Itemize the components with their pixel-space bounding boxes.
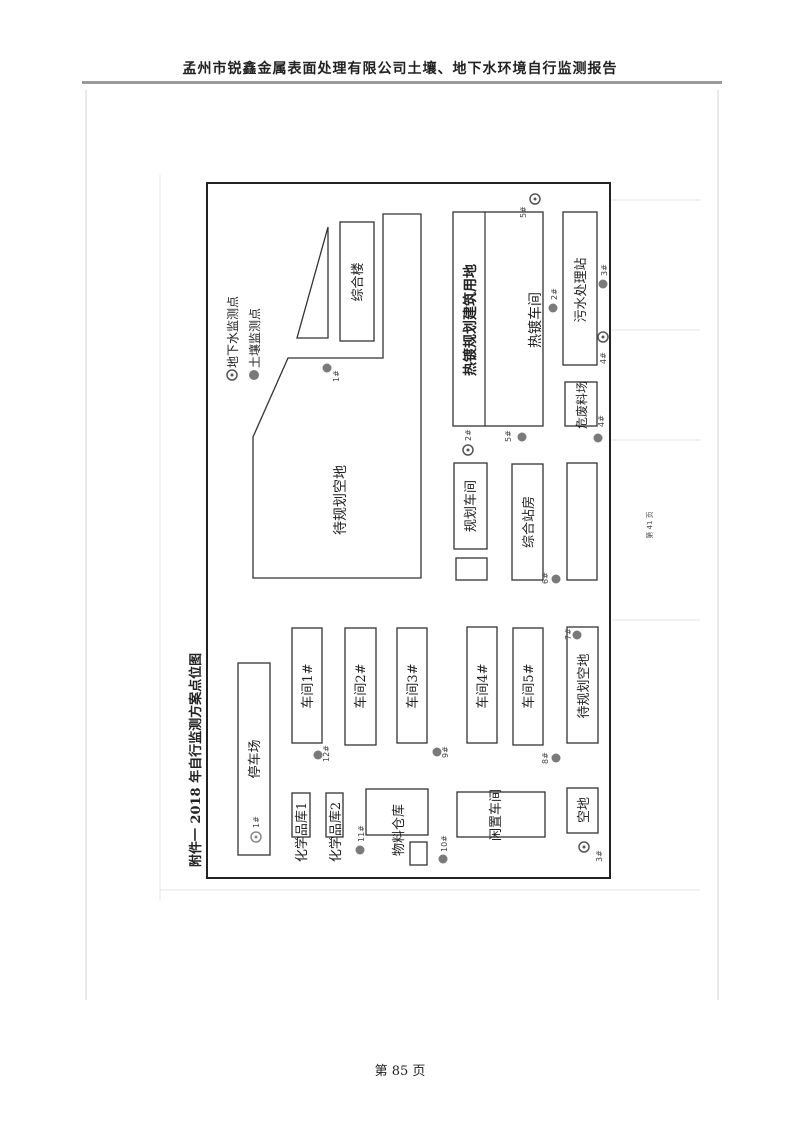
soil-point-5: 5# — [504, 430, 527, 442]
area-parking — [237, 662, 271, 856]
map-title: 附件一 2018 年自行监测方案点位图 — [188, 653, 204, 867]
small-box — [409, 841, 428, 866]
soil-point-12: 12# — [313, 745, 331, 762]
soil-points: 1# 2# 3# 4# 5# 6# 7# 8# 9# 10# 11# 12# — [313, 264, 609, 864]
label-zhanfang: 综合站房 — [521, 496, 537, 548]
label-shop3: 车间3# — [405, 663, 421, 708]
area-shop3 — [396, 627, 428, 744]
soil-point-8: 8# — [541, 752, 561, 764]
area-shop5 — [512, 627, 544, 746]
soil-point-1: 1# — [322, 363, 341, 382]
label-idle: 闲置车间 — [488, 789, 504, 841]
label-shop5: 车间5# — [521, 663, 537, 708]
gw-point-3: 3# — [578, 841, 604, 862]
label-weifei: 危废料场 — [574, 381, 589, 429]
label-wushui: 污水处理站 — [574, 257, 589, 322]
label-shop4: 车间4# — [475, 663, 491, 708]
svg-text:10#: 10# — [440, 835, 449, 852]
unlabeled-building — [566, 462, 598, 581]
svg-text:12#: 12# — [322, 745, 331, 762]
label-chem1: 化学品库1 — [294, 802, 310, 862]
scan-inner-page-number: 第 41 页 — [645, 511, 654, 538]
area-wushui — [562, 211, 598, 366]
soil-point-7: 7# — [564, 628, 582, 640]
groundwater-points: 1# 2# 3# 4# 5# — [250, 193, 609, 862]
svg-text:1#: 1# — [332, 370, 341, 382]
area-guihua-shop — [453, 462, 488, 550]
area-daiguihua-2 — [566, 626, 599, 744]
area-empty — [566, 787, 599, 834]
soil-point-3: 3# — [598, 264, 609, 289]
svg-text:9#: 9# — [441, 746, 450, 758]
svg-text:1#: 1# — [252, 816, 261, 828]
label-material: 物料仓库 — [391, 804, 407, 856]
area-weifei — [564, 381, 598, 427]
svg-text:2#: 2# — [464, 429, 473, 441]
area-chem2 — [325, 792, 344, 838]
gw-point-5: 5# — [519, 193, 541, 218]
header-divider — [82, 81, 722, 84]
gw-point-4: 4# — [597, 331, 609, 364]
label-redu-plan: 热镀规划建筑用地 — [462, 264, 479, 376]
svg-text:7#: 7# — [564, 628, 573, 640]
soil-point-2: 2# — [548, 288, 559, 313]
soil-point-9: 9# — [432, 746, 450, 758]
legend-soil: 土壤监测点 — [247, 308, 262, 368]
label-chem2: 化学品库2 — [328, 802, 344, 862]
page-number: 第 85 页 — [374, 1064, 426, 1079]
svg-text:2#: 2# — [550, 288, 559, 300]
map-frame — [206, 182, 611, 879]
svg-text:8#: 8# — [541, 752, 550, 764]
scan-background — [85, 90, 719, 1000]
area-idle — [456, 791, 546, 838]
area-material — [365, 788, 429, 836]
label-parking: 停车场 — [247, 739, 263, 778]
gw-point-1: 1# — [250, 816, 262, 843]
area-shop1 — [291, 627, 323, 744]
area-daiguihua-1 — [252, 213, 422, 579]
svg-text:3#: 3# — [600, 264, 609, 276]
label-empty: 空地 — [577, 797, 592, 823]
svg-text:3#: 3# — [595, 850, 604, 862]
area-chem1 — [291, 792, 311, 838]
report-header: 孟州市锐鑫金属表面处理有限公司土壤、地下水环境自行监测报告 — [182, 61, 618, 77]
label-daiguihua-1: 待规划空地 — [333, 465, 349, 535]
soil-point-11: 11# — [355, 825, 366, 855]
soil-point-10: 10# — [438, 835, 449, 864]
legend: 地下水监测点 土壤监测点 — [226, 296, 262, 381]
label-shop2: 车间2# — [353, 663, 369, 708]
label-shop1: 车间1# — [300, 663, 316, 708]
small-building — [455, 557, 488, 581]
svg-text:6#: 6# — [541, 572, 550, 584]
svg-text:5#: 5# — [504, 430, 513, 442]
label-redu-shop: 热镀车间 — [527, 292, 544, 348]
triangle-plot — [296, 226, 329, 339]
svg-text:5#: 5# — [519, 206, 528, 218]
area-redu-plan — [452, 211, 544, 427]
svg-text:4#: 4# — [599, 352, 608, 364]
area-zhanfang — [511, 463, 544, 581]
area-zonghelou — [339, 221, 375, 342]
label-zonghelou: 综合楼 — [351, 262, 366, 301]
svg-text:11#: 11# — [357, 825, 366, 842]
soil-point-4: 4# — [593, 415, 606, 443]
legend-groundwater: 地下水监测点 — [226, 296, 240, 368]
svg-text:4#: 4# — [597, 415, 606, 427]
area-shop4 — [466, 626, 498, 744]
gw-point-2: 2# — [462, 429, 474, 456]
soil-point-6: 6# — [541, 572, 561, 584]
soil-point-icon — [249, 370, 259, 380]
label-daiguihua-2: 待规划空地 — [577, 653, 592, 718]
label-guihua-shop: 规划车间 — [463, 480, 479, 532]
area-shop2 — [344, 627, 377, 746]
